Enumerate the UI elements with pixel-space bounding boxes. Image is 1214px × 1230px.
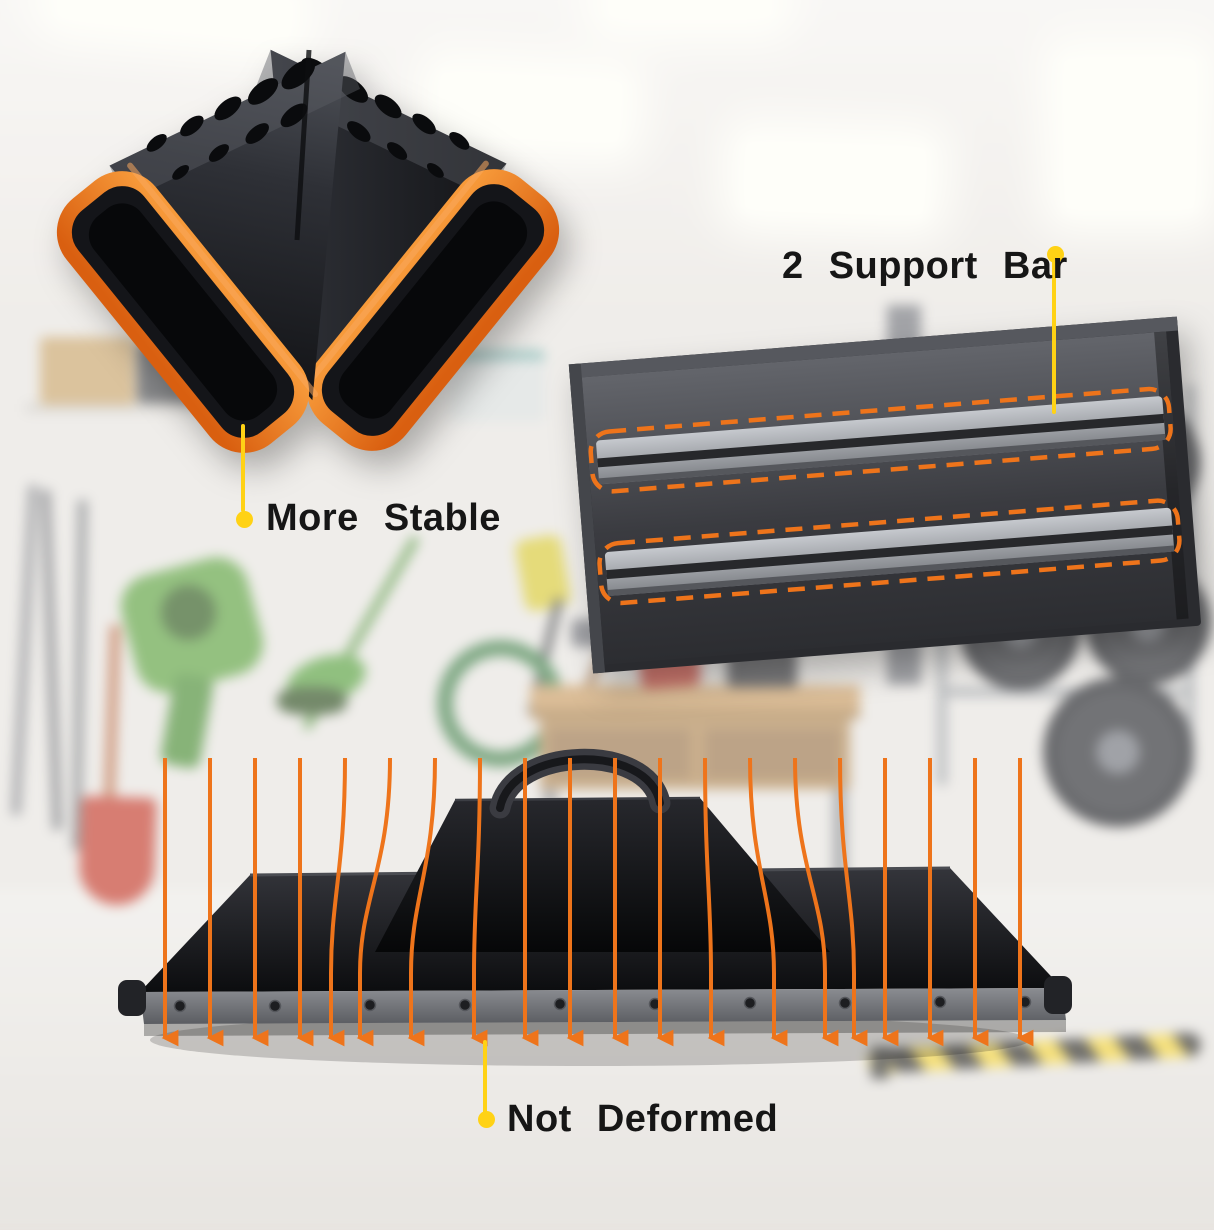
center-seam — [294, 49, 312, 241]
ceiling-light — [1060, 55, 1200, 215]
more-stable-callout-dot — [236, 511, 253, 528]
not-deformed-callout-line — [483, 1040, 487, 1114]
ramp-section-left — [56, 51, 361, 453]
roller-end — [118, 980, 146, 1016]
workbench-edge — [530, 709, 860, 719]
trimmer-guard — [277, 687, 347, 715]
workbench-top — [530, 685, 860, 709]
support-bar-2 — [604, 507, 1175, 597]
shelf-board — [25, 403, 240, 413]
support-bar-callout-line — [1052, 256, 1056, 414]
not-deformed-callout-dot — [478, 1111, 495, 1128]
cooler-box — [450, 350, 545, 422]
leaf-blower-intake — [161, 585, 216, 640]
force-arrows — [161, 757, 1034, 1047]
load-test-illustration — [118, 748, 1072, 1066]
ceiling-light — [605, 0, 775, 21]
support-bar-label: 2 Support Bar — [782, 245, 1068, 287]
folded-ramp-closeup — [56, 49, 560, 453]
storage-box — [40, 337, 135, 405]
tire-rack-rail — [937, 687, 1195, 697]
safety-bar-bracket — [871, 1047, 889, 1079]
ramp-underside-panel — [568, 316, 1201, 674]
tire — [1043, 677, 1193, 827]
more-stable-label: More Stable — [266, 497, 501, 539]
rail-bolts — [173, 995, 1032, 1013]
support-bar-1 — [596, 396, 1166, 485]
roller-end — [1044, 976, 1072, 1014]
front-rail — [140, 988, 1066, 1024]
weight-block — [375, 798, 830, 952]
support-bar-callout-dot — [1047, 246, 1064, 263]
more-stable-callout-line — [241, 424, 245, 512]
workbench-drawer — [705, 729, 840, 779]
not-deformed-label: Not Deformed — [507, 1098, 779, 1140]
